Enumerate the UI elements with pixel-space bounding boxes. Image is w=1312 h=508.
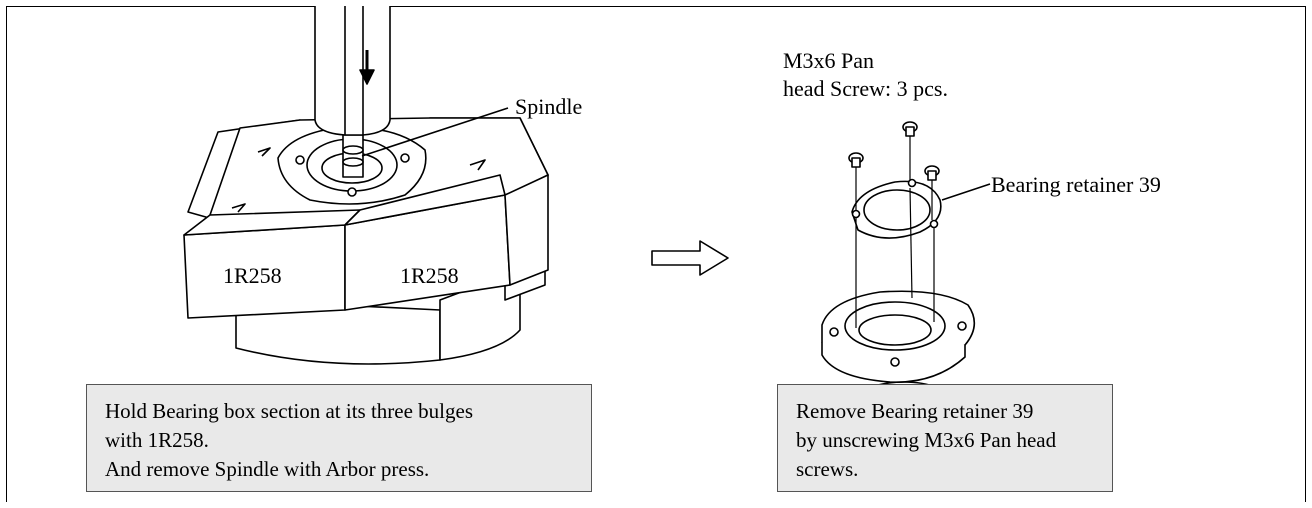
tool-label-right: 1R258 xyxy=(400,263,459,288)
caption-line: And remove Spindle with Arbor press. xyxy=(105,457,430,481)
tool-1R258-right xyxy=(344,174,511,311)
caption-line: Remove Bearing retainer 39 xyxy=(796,399,1034,423)
tool-1R258-back xyxy=(504,174,549,286)
arbor-press-ram xyxy=(314,6,391,136)
down-arrow-icon xyxy=(359,50,375,85)
process-arrow-icon xyxy=(651,240,729,276)
spindle-leader xyxy=(361,107,509,157)
retainer-label: Bearing retainer 39 xyxy=(991,172,1161,197)
spindle-label: Spindle xyxy=(515,94,583,119)
assembly-guide-lines xyxy=(855,136,935,328)
caption-line: by unscrewing M3x6 Pan head xyxy=(796,428,1057,452)
retainer-leader xyxy=(941,183,991,201)
tool-label-left: 1R258 xyxy=(223,263,282,288)
caption-line: screws. xyxy=(796,457,859,481)
screw-icon xyxy=(848,121,940,181)
right-caption: Remove Bearing retainer 39 by unscrewing… xyxy=(777,384,1113,492)
caption-line: with 1R258. xyxy=(105,428,209,452)
spindle xyxy=(342,134,364,178)
caption-line: Hold Bearing box section at its three bu… xyxy=(105,399,474,423)
screw-label-line2: head Screw: 3 pcs. xyxy=(783,76,948,101)
left-caption: Hold Bearing box section at its three bu… xyxy=(86,384,592,492)
figure-frame xyxy=(6,6,1306,502)
bearing-retainer-39 xyxy=(851,178,942,239)
screw-label-line1: M3x6 Pan xyxy=(783,48,875,73)
